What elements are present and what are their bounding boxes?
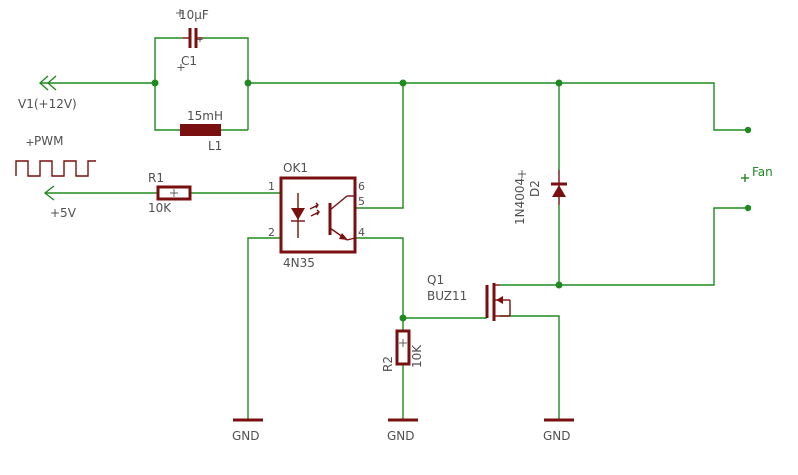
supply-12v-label: V1(+12V) xyxy=(18,97,77,111)
q1-value: BUZ11 xyxy=(427,289,467,303)
diode-d2 xyxy=(551,170,567,205)
d2-name: D2 xyxy=(528,180,542,197)
ok1-pin-6: 6 xyxy=(358,180,365,193)
ground-label: GND xyxy=(232,429,260,443)
r1-name: R1 xyxy=(148,171,164,185)
ok1-name: OK1 xyxy=(283,161,308,175)
l1-value: 15mH xyxy=(187,109,223,123)
supply-5v-label: +5V xyxy=(50,206,77,220)
resistor-r1 xyxy=(156,185,192,201)
fan-label: Fan xyxy=(752,165,773,179)
r1-value: 10K xyxy=(148,201,172,215)
junction-dot xyxy=(399,314,407,322)
input-arrow-icon xyxy=(43,185,55,201)
ground-label: GND xyxy=(543,429,571,443)
ground-label: GND xyxy=(387,429,415,443)
inductor-l1 xyxy=(180,124,221,136)
junction-dot xyxy=(244,79,252,87)
r2-value: 10K xyxy=(410,344,424,368)
fan-terminal-top xyxy=(744,126,752,134)
ok1-value: 4N35 xyxy=(283,256,315,270)
junctions xyxy=(151,79,563,322)
optocoupler-ok1 xyxy=(279,176,357,254)
junction-dot xyxy=(555,79,563,87)
supply-12v-symbol xyxy=(38,75,57,91)
l1-name: L1 xyxy=(208,139,222,153)
c1-value: 10µF xyxy=(179,8,209,22)
wires xyxy=(40,37,748,420)
c1-name: C1 xyxy=(181,54,197,68)
fan-terminal-bottom xyxy=(744,204,752,212)
capacitor-c1 xyxy=(183,28,203,48)
pwm-label: PWM xyxy=(34,134,63,148)
d2-value: 1N4004 xyxy=(513,178,527,225)
ok1-pin-2: 2 xyxy=(268,226,275,239)
junction-dot xyxy=(399,79,407,87)
junction-dot xyxy=(151,79,159,87)
ok1-pin-4: 4 xyxy=(358,226,365,239)
ok1-pin-5: 5 xyxy=(358,195,365,208)
junction-dot xyxy=(555,281,563,289)
q1-name: Q1 xyxy=(427,273,444,287)
pwm-waveform-icon xyxy=(15,160,96,177)
r2-name: R2 xyxy=(381,356,395,372)
resistor-r2 xyxy=(395,329,411,366)
ok1-pin-1: 1 xyxy=(268,180,275,193)
mosfet-q1 xyxy=(485,283,511,321)
